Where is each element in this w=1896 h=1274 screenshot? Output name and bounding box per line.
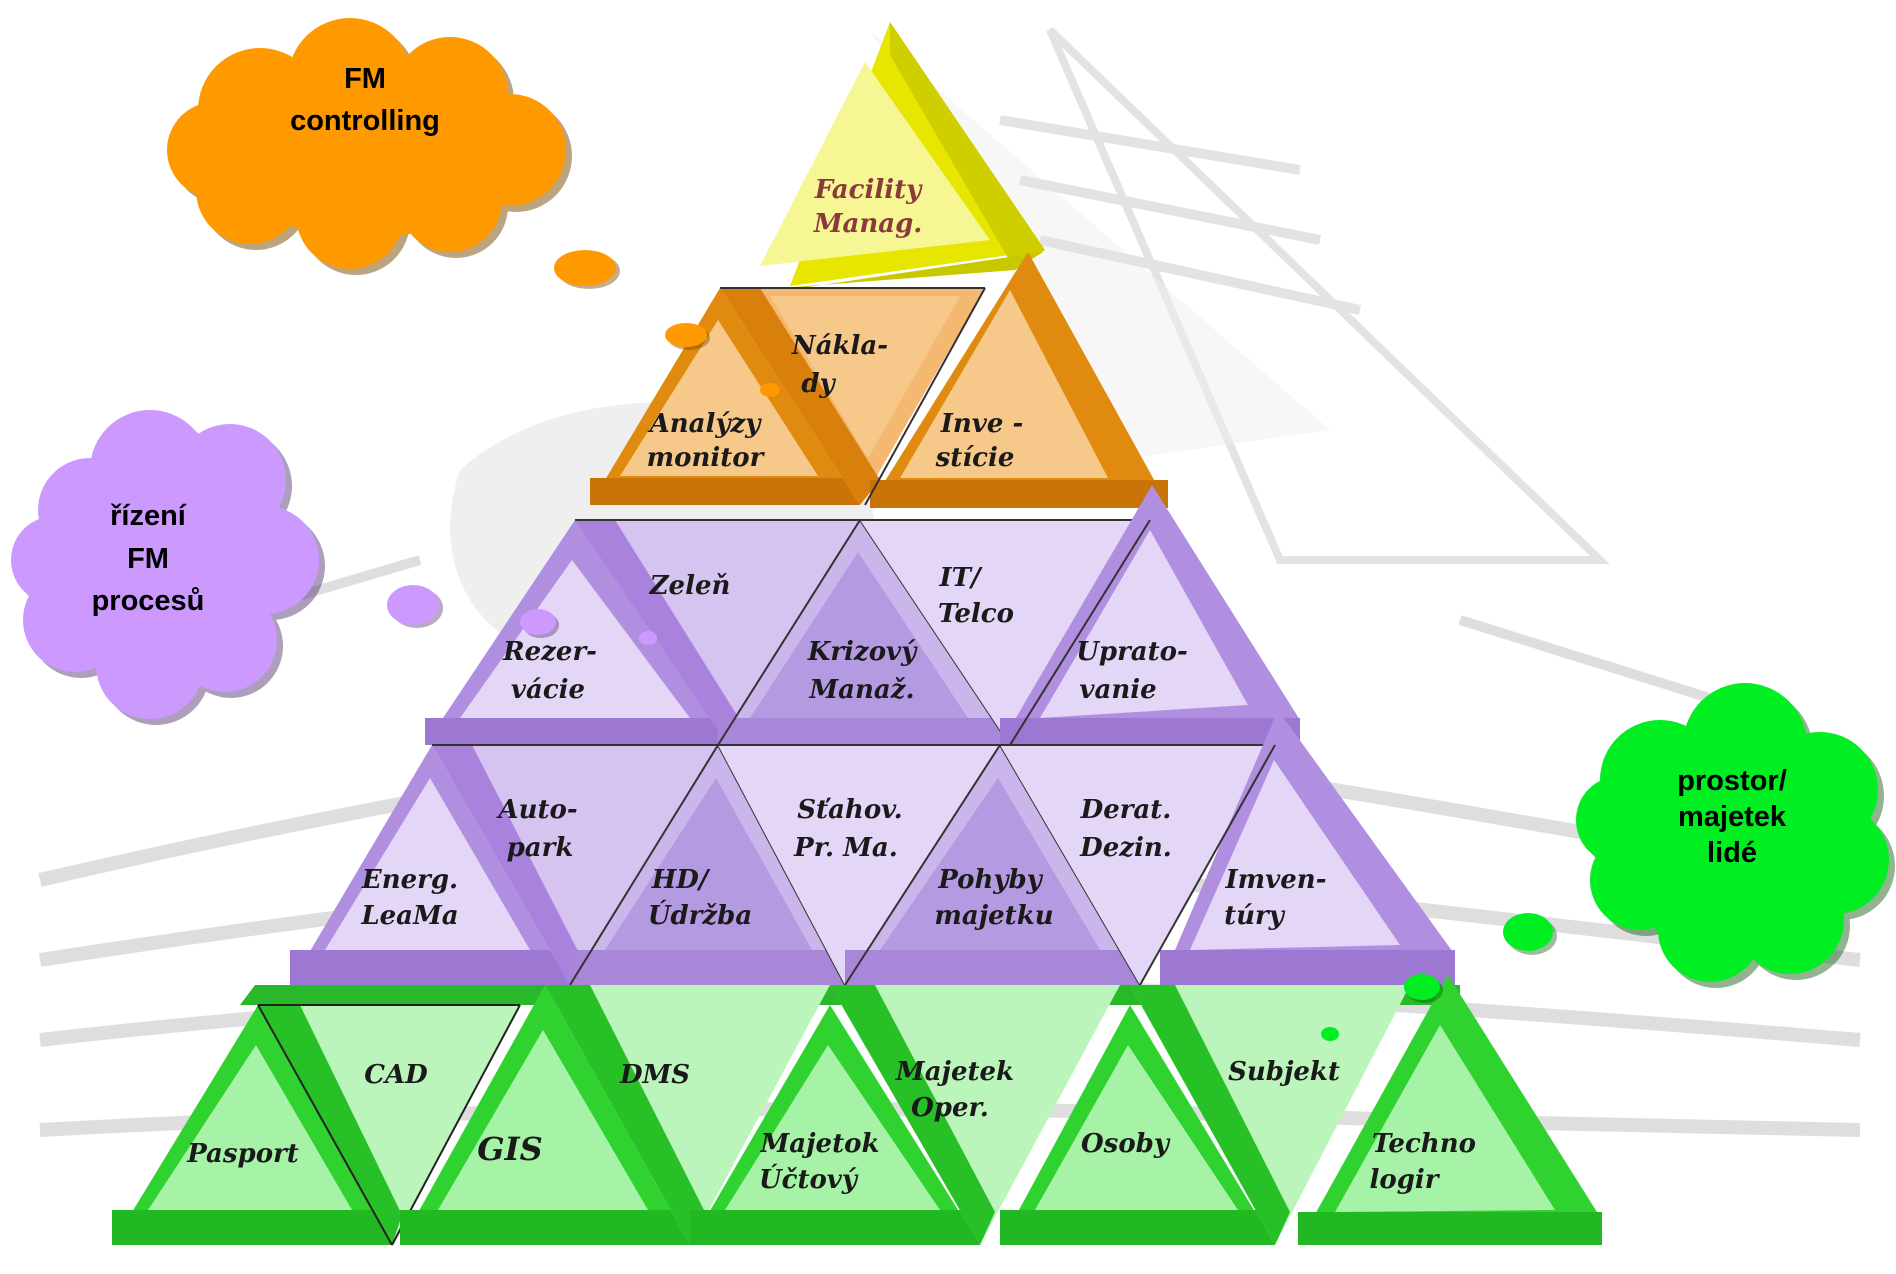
cloud-fm-label-2: controlling [290,105,440,137]
tile-upratovanie-label-1: Uprato- [1076,637,1188,667]
tile-rezervacie-label-2: vácie [511,675,585,705]
tile-inventury-label-1: Imven- [1224,865,1326,895]
tile-osoby: Osoby [1000,1005,1275,1245]
tile-analyzy-monitor: Analýzy monitor [590,288,860,505]
tile-dms: DMS [545,985,830,1245]
tile-hd-udrzba: HD/ Údržba [569,744,846,986]
tile-facility-management: Facility Manag. [755,22,1045,290]
tile-stahov-label-2: Pr. Ma. [793,833,898,863]
tile-gis: GIS [400,985,690,1245]
tile-pohyby-majetku: Pohyby majetku [844,744,1141,986]
tile-naklady-label-1: Nákla- [791,331,888,361]
tile-stahov-label-1: Sťahov. [797,795,902,825]
tile-krizovy-manazment: Krizový Manaž. [717,519,1011,746]
tile-zelen-label-1: Zeleň [649,571,731,601]
cloud-processes-label-3: procesů [92,585,205,617]
tile-majetek-label-2: Oper. [911,1093,989,1123]
tile-analyzy-label-1: Analýzy [647,409,763,439]
tile-stahovanie: Sťahov. Pr. Ma. [718,744,1000,985]
tile-inventury: Imven- túry [1139,710,1455,986]
tile-rezervacie-label-1: Rezer- [502,637,597,667]
cloud-fm-processes-bubbles [387,585,657,645]
tile-cad-label-1: CAD [364,1060,428,1090]
cloud-assets-label-1: prostor/ [1677,765,1787,797]
tile-dms-label-1: DMS [619,1060,690,1090]
tile-naklady-label-2: dy [801,369,836,399]
tile-derat-label-2: Dezin. [1079,833,1172,863]
tile-upratovanie-label-2: vanie [1079,675,1156,705]
cloud-assets-label-3: lidé [1707,837,1757,869]
tile-investicie-label-1: Inve - [940,409,1024,439]
tile-upratovanie: Uprato- vanie [1000,485,1300,746]
tile-technologie: Techno logir [1298,975,1602,1245]
tile-deratizacia: Derat. Dezin. [1000,744,1275,985]
tile-autopark: Auto- park [432,744,718,985]
tile-analyzy-label-2: monitor [647,443,766,473]
tile-majetek-oper: Majetek Oper. [830,985,1120,1245]
tile-facility-label-1: Facility [814,175,923,205]
tile-majetok-label-1: Majetok [760,1129,880,1159]
tile-autopark-label-1: Auto- [495,795,577,825]
cloud-fm-label-1: FM [344,63,386,95]
tile-cad: CAD [257,1004,521,1246]
cloud-space-assets-bubbles [1321,913,1557,1041]
tile-techno-label-2: logir [1370,1165,1441,1195]
cloud-assets-label-2: majetek [1678,801,1787,833]
tile-naklady: Nákla- dy [720,287,985,505]
tile-majetek-label-1: Majetek [895,1057,1014,1087]
tile-it-label-2: Telco [938,599,1014,629]
cloud-processes-label-1: řízení [110,500,187,532]
tile-pasport: Pasport [112,1005,392,1245]
tile-investicie-label-2: stície [935,443,1015,473]
tile-pohyby-label-2: majetku [934,901,1053,931]
tile-rezervacie: Rezer- vácie [425,520,735,745]
tile-techno-label-1: Techno [1372,1129,1476,1159]
tile-energ-label-2: LeaMa [360,901,458,931]
cloud-processes-label-2: FM [127,543,169,575]
tile-hd-label-1: HD/ [651,865,711,895]
tile-energ-leama: Energ. LeaMa [290,745,570,985]
tile-energ-label-1: Energ. [361,865,458,895]
cloud-fm-processes: řízení FM procesů [11,410,325,725]
tile-facility-label-2: Manag. [813,209,923,239]
tile-investicie: Inve - stície [864,252,1168,508]
tile-osoby-label-1: Osoby [1081,1129,1171,1159]
tile-derat-label-1: Derat. [1080,795,1172,825]
cloud-fm-controlling-bubbles [554,250,780,397]
cloud-fm-controlling: FM controlling [167,18,572,275]
tile-hd-label-2: Údržba [648,899,752,931]
tile-pohyby-label-1: Pohyby [937,865,1043,895]
tile-gis-label-1: GIS [477,1130,542,1168]
tile-inventury-label-2: túry [1224,901,1286,931]
tile-zelen: Zeleň [575,519,860,745]
tile-pasport-label-1: Pasport [186,1139,299,1169]
tile-subjekt-label-1: Subjekt [1228,1057,1340,1087]
cloud-space-assets-people: prostor/ majetek lidé [1576,683,1895,988]
tile-majetok-label-2: Účtový [759,1163,859,1195]
tile-it-telco: IT/ Telco [860,519,1150,745]
tile-krizovy-label-1: Krizový [807,637,918,667]
tile-krizovy-label-2: Manaž. [808,675,914,705]
tile-subjekt: Subjekt [1130,985,1410,1245]
tile-it-label-1: IT/ [938,563,983,593]
tile-autopark-label-2: park [507,833,574,863]
tile-majetok-uctovy: Majetok Účtový [690,1005,980,1245]
